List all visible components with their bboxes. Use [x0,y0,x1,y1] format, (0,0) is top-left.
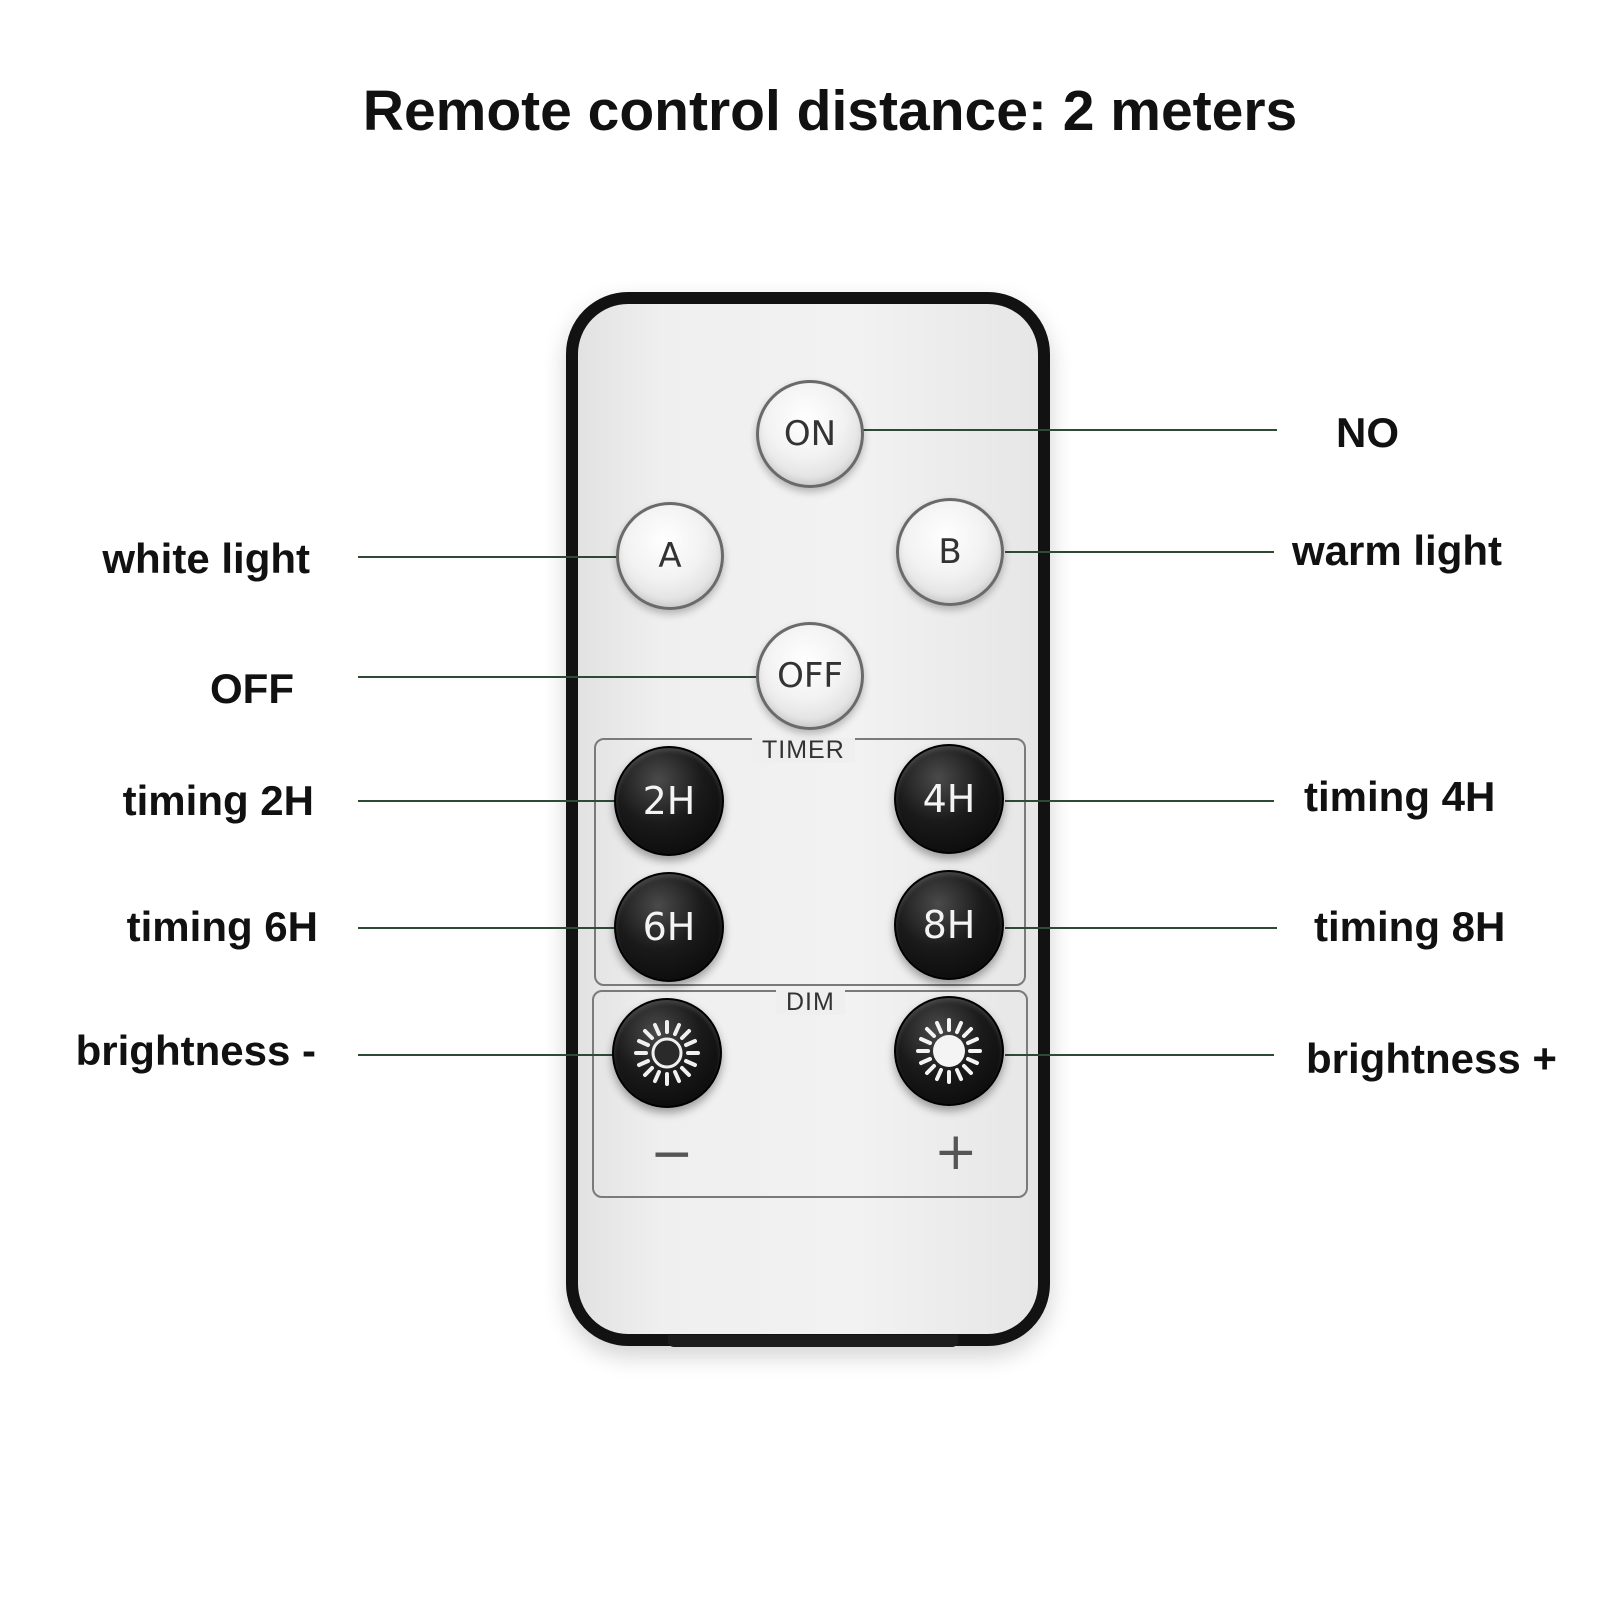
leader-b [1005,551,1274,553]
leader-dim-minus [358,1054,620,1056]
off-button-label: OFF [777,656,843,696]
timer-4h-label: 4H [922,777,976,821]
timer-2h-button[interactable]: 2H [614,746,724,856]
leader-off [358,676,756,678]
minus-sign: − [650,1124,694,1184]
label-white-light: white light [102,535,310,582]
label-warm-light: warm light [1292,527,1503,574]
leader-t4 [1005,800,1274,802]
label-off: OFF [210,665,294,712]
timer-6h-label: 6H [642,905,696,949]
label-timing-6h: timing 6H [126,903,318,950]
page-title: Remote control distance: 2 meters [362,79,1298,143]
sun-solid-icon [916,1018,982,1084]
remote-foot [668,1335,958,1347]
brightness-up-button[interactable] [894,996,1004,1106]
timer-2h-label: 2H [642,779,696,823]
off-button[interactable]: OFF [756,622,864,730]
on-button-label: ON [783,414,837,454]
leader-t8 [1005,927,1277,929]
timer-6h-button[interactable]: 6H [614,872,724,982]
brightness-down-button[interactable] [612,998,722,1108]
b-button-label: B [938,532,962,572]
leader-a [358,556,620,558]
leader-on [862,429,1277,431]
label-brightness-plus: brightness + [1306,1035,1557,1082]
sun-outline-icon [634,1020,700,1086]
label-on: NO [1336,409,1399,456]
on-button[interactable]: ON [756,380,864,488]
label-timing-2h: timing 2H [122,777,314,824]
dim-caption: DIM [776,990,845,1015]
label-timing-8h: timing 8H [1314,903,1506,950]
timer-8h-button[interactable]: 8H [894,870,1004,980]
timer-caption: TIMER [752,738,855,763]
label-timing-4h: timing 4H [1304,773,1496,820]
leader-t2 [358,800,620,802]
label-brightness-minus: brightness - [75,1027,316,1074]
a-button[interactable]: A [616,502,724,610]
leader-t6 [358,927,620,929]
timer-4h-button[interactable]: 4H [894,744,1004,854]
a-button-label: A [658,536,682,576]
b-button[interactable]: B [896,498,1004,606]
plus-sign: + [934,1122,978,1182]
timer-8h-label: 8H [922,903,976,947]
leader-dim-plus [1005,1054,1274,1056]
